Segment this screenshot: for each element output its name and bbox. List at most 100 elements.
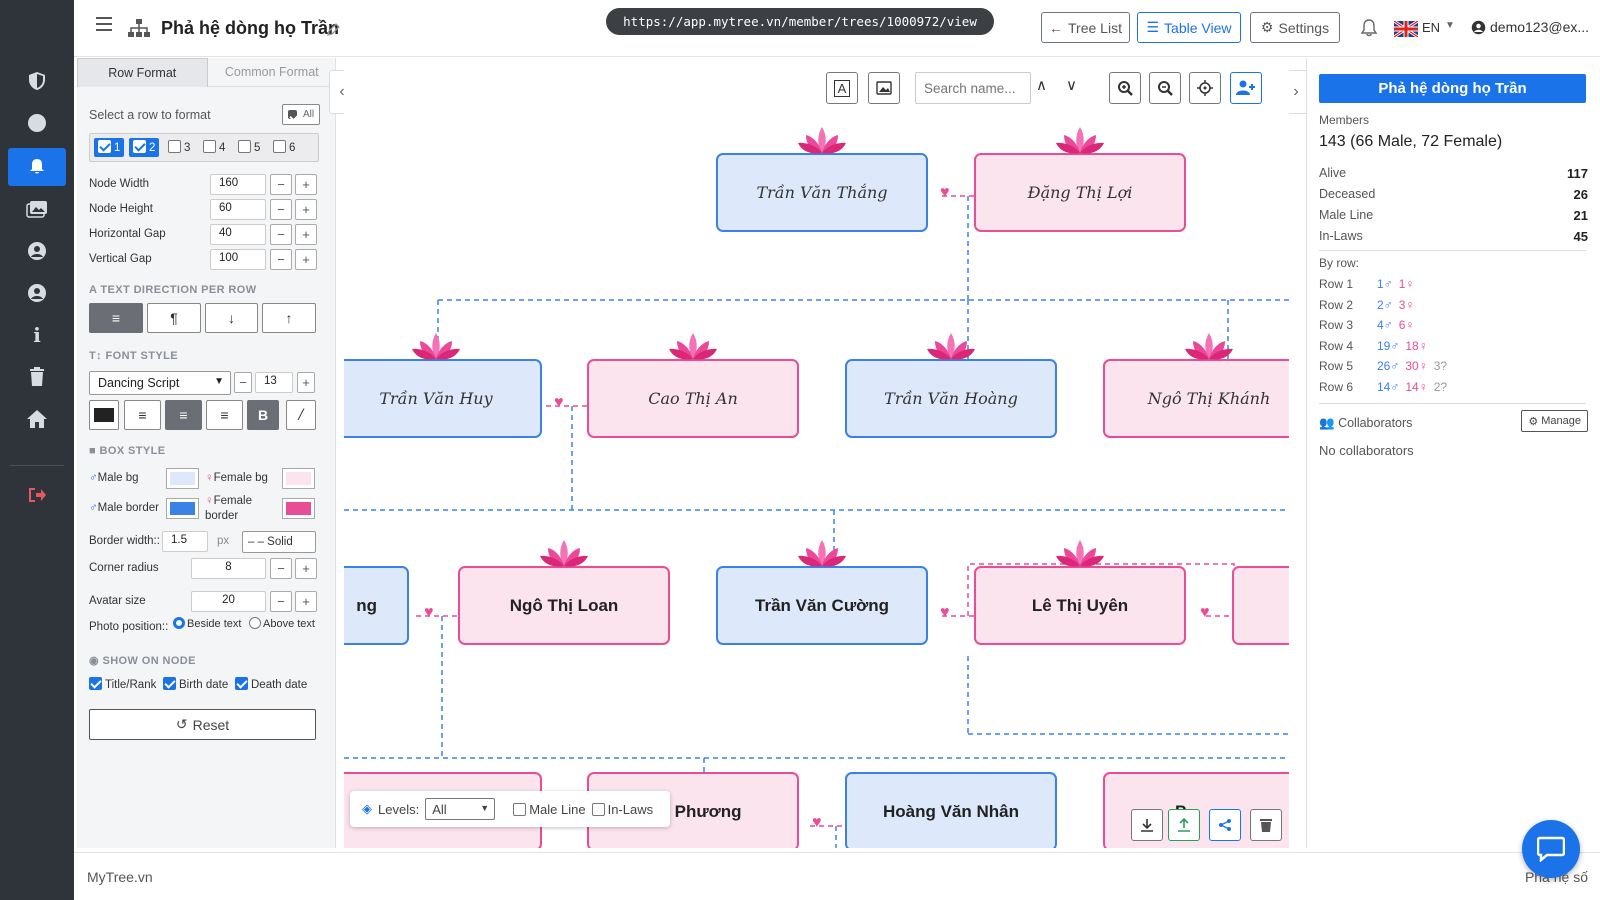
trash-icon[interactable] xyxy=(8,358,66,396)
border-width-input[interactable]: 1.5 xyxy=(162,531,208,552)
gallery-icon[interactable] xyxy=(8,190,66,228)
dir-paragraph-button[interactable]: ¶ xyxy=(147,303,201,333)
dir-horizontal-button[interactable]: ≡ xyxy=(89,303,143,333)
above-text-radio[interactable]: Above text xyxy=(249,617,315,630)
hgap-minus[interactable]: − xyxy=(270,224,292,245)
hgap-input[interactable]: 40 xyxy=(210,224,266,245)
node-height-minus[interactable]: − xyxy=(270,199,292,220)
download-button[interactable] xyxy=(1131,809,1163,841)
image-toggle-button[interactable] xyxy=(868,72,900,104)
home-icon[interactable] xyxy=(8,400,66,438)
search-input[interactable] xyxy=(915,72,1031,104)
align-right-button[interactable]: ≡ xyxy=(206,400,243,430)
logout-icon[interactable] xyxy=(8,476,66,514)
tree-node[interactable]: Trần Văn Huy xyxy=(344,333,542,438)
italic-button[interactable]: / xyxy=(286,400,316,430)
tree-node[interactable]: ng xyxy=(344,566,409,645)
avatar-size-input[interactable]: 20 xyxy=(191,591,266,612)
center-button[interactable] xyxy=(1189,72,1221,104)
vgap-plus[interactable]: + xyxy=(295,249,317,270)
font-size-minus[interactable]: − xyxy=(234,372,252,393)
table-view-button[interactable]: ☰Table View xyxy=(1137,12,1241,43)
tree-node[interactable]: Trần Văn Thắng xyxy=(716,127,928,232)
account-icon[interactable] xyxy=(8,274,66,312)
manage-button[interactable]: ⚙Manage xyxy=(1521,410,1588,432)
border-style-select[interactable]: – – Solid xyxy=(242,531,316,553)
dir-down-button[interactable]: ↓ xyxy=(205,303,258,333)
uk-flag-icon[interactable] xyxy=(1394,21,1418,37)
settings-button[interactable]: ⚙Settings xyxy=(1250,12,1340,43)
male-border-swatch[interactable] xyxy=(166,498,199,519)
row-checkbox-5[interactable]: 5 xyxy=(234,138,264,157)
male-line-checkbox[interactable]: Male Line xyxy=(513,802,586,817)
language-label[interactable]: EN xyxy=(1422,20,1441,35)
tree-node[interactable]: Đặng Thị Lợi xyxy=(974,127,1186,232)
vgap-input[interactable]: 100 xyxy=(210,249,266,270)
tree-list-button[interactable]: ←Tree List xyxy=(1041,12,1130,43)
tree-node[interactable]: Hoàng Văn Nhân xyxy=(845,772,1057,848)
corner-plus[interactable]: + xyxy=(295,558,317,579)
tree-node[interactable]: Cao Thị An xyxy=(587,333,799,438)
tree-node[interactable]: Trần Văn Cường xyxy=(716,540,928,645)
corner-minus[interactable]: − xyxy=(270,558,292,579)
row-checkbox-6[interactable]: 6 xyxy=(269,138,299,157)
align-center-button[interactable]: ≡ xyxy=(165,400,202,430)
bell-icon[interactable] xyxy=(1361,19,1377,37)
hamburger-icon[interactable] xyxy=(96,17,112,31)
bold-button[interactable]: B xyxy=(247,400,279,430)
circle-icon[interactable] xyxy=(8,104,66,142)
avatar-plus[interactable]: + xyxy=(295,591,317,612)
chevron-up-icon[interactable]: ∧ xyxy=(1036,77,1047,94)
add-member-button[interactable] xyxy=(1230,72,1262,104)
node-width-minus[interactable]: − xyxy=(270,174,292,195)
font-color-button[interactable] xyxy=(89,400,119,430)
tree-node[interactable]: Lê Thị Uyên xyxy=(974,540,1186,645)
tab-common-format[interactable]: Common Format xyxy=(207,58,336,87)
edit-pencil-icon[interactable] xyxy=(327,23,340,36)
text-toggle-button[interactable]: A xyxy=(826,72,858,104)
font-size-input[interactable]: 13 xyxy=(255,372,293,393)
tree-node[interactable]: Trần Văn Hoàng xyxy=(845,333,1057,438)
female-border-swatch[interactable] xyxy=(282,498,315,519)
row-checkbox-2[interactable]: 2 xyxy=(129,138,160,157)
node-height-plus[interactable]: + xyxy=(295,199,317,220)
font-size-plus[interactable]: + xyxy=(297,372,315,393)
info-icon[interactable]: i xyxy=(33,323,41,347)
death-date-checkbox[interactable]: Death date xyxy=(235,677,307,691)
align-left-button[interactable]: ≡ xyxy=(124,400,161,430)
tree-node[interactable]: ên xyxy=(1232,566,1289,645)
user-email[interactable]: demo123@ex... xyxy=(1490,19,1590,35)
title-rank-checkbox[interactable]: Title/Rank xyxy=(89,677,156,691)
delete-tree-button[interactable] xyxy=(1250,809,1282,841)
row-checkbox-1[interactable]: 1 xyxy=(94,138,125,157)
male-bg-swatch[interactable] xyxy=(166,468,199,489)
caret-down-icon[interactable]: ▼ xyxy=(1445,20,1455,31)
reset-button[interactable]: ↺Reset xyxy=(89,709,316,740)
levels-select[interactable]: All▼ xyxy=(425,798,496,820)
in-laws-checkbox[interactable]: In-Laws xyxy=(591,802,653,817)
shield-icon[interactable] xyxy=(8,62,66,100)
row-checkbox-3[interactable]: 3 xyxy=(164,138,194,157)
upload-button[interactable] xyxy=(1168,809,1200,841)
birth-date-checkbox[interactable]: Birth date xyxy=(163,677,228,691)
tab-row-format[interactable]: Row Format xyxy=(77,58,208,87)
corner-radius-input[interactable]: 8 xyxy=(191,558,266,579)
chat-button[interactable] xyxy=(1522,820,1580,878)
zoom-out-button[interactable] xyxy=(1149,72,1181,104)
hgap-plus[interactable]: + xyxy=(295,224,317,245)
vgap-minus[interactable]: − xyxy=(270,249,292,270)
node-width-input[interactable]: 160 xyxy=(210,174,266,195)
chevron-down-icon[interactable]: ∨ xyxy=(1066,77,1077,94)
dir-up-button[interactable]: ↑ xyxy=(262,303,316,333)
tree-icon[interactable] xyxy=(8,148,66,186)
node-width-plus[interactable]: + xyxy=(295,174,317,195)
beside-text-radio[interactable]: Beside text xyxy=(173,617,241,630)
node-height-input[interactable]: 60 xyxy=(210,199,266,220)
share-button[interactable] xyxy=(1209,809,1241,841)
female-bg-swatch[interactable] xyxy=(282,468,315,489)
row-checkbox-4[interactable]: 4 xyxy=(199,138,229,157)
avatar-minus[interactable]: − xyxy=(270,591,292,612)
tree-node[interactable]: Ngô Thị Khánh xyxy=(1103,333,1289,438)
select-all-button[interactable]: All xyxy=(282,104,320,125)
